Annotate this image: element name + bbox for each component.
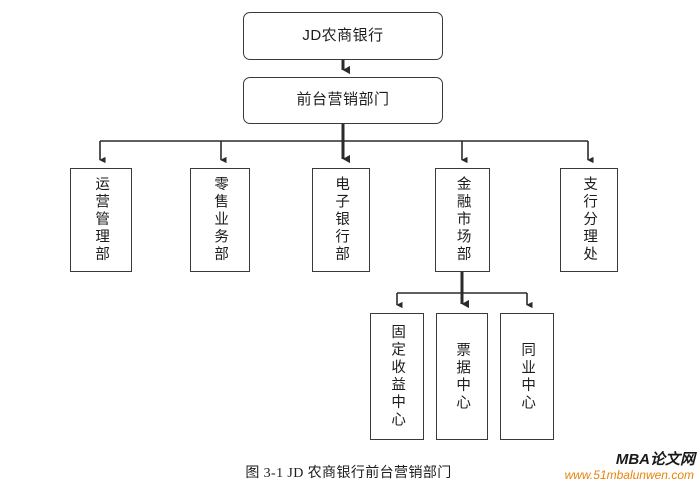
node-jd-rural-commercial-bank[interactable]: JD农商银行 [243,12,443,60]
node-sub-branch-office[interactable]: 支行分理处 [560,168,618,272]
watermark-brand: MBA论文网 [615,451,695,468]
node-bills-center[interactable]: 票据中心 [436,313,488,440]
node-label: 金融市场部 [454,176,471,264]
node-label: 票据中心 [454,341,471,412]
node-label: 运营管理部 [93,176,110,264]
node-label: 支行分理处 [581,176,598,264]
node-label: 电子银行部 [333,176,350,264]
node-label: 前台营销部门 [296,91,390,109]
node-electronic-banking-department[interactable]: 电子银行部 [312,168,370,272]
node-front-office-marketing-department[interactable]: 前台营销部门 [243,77,443,124]
node-label: 零售业务部 [212,176,229,264]
node-label: 固定收益中心 [389,324,406,429]
node-operations-management-department[interactable]: 运营管理部 [70,168,132,272]
node-fixed-income-center[interactable]: 固定收益中心 [370,313,424,440]
node-label: 同业中心 [519,341,536,412]
node-financial-markets-department[interactable]: 金融市场部 [435,168,490,272]
node-retail-business-department[interactable]: 零售业务部 [190,168,250,272]
figure-caption: 图 3-1 JD 农商银行前台营销部门 [245,466,452,481]
node-label: JD农商银行 [302,26,384,44]
watermark-url: www.51mbalunwen.com [564,467,694,482]
node-interbank-center[interactable]: 同业中心 [500,313,554,440]
watermark: MBA论文网 www.51mbalunwen.com [565,452,695,481]
